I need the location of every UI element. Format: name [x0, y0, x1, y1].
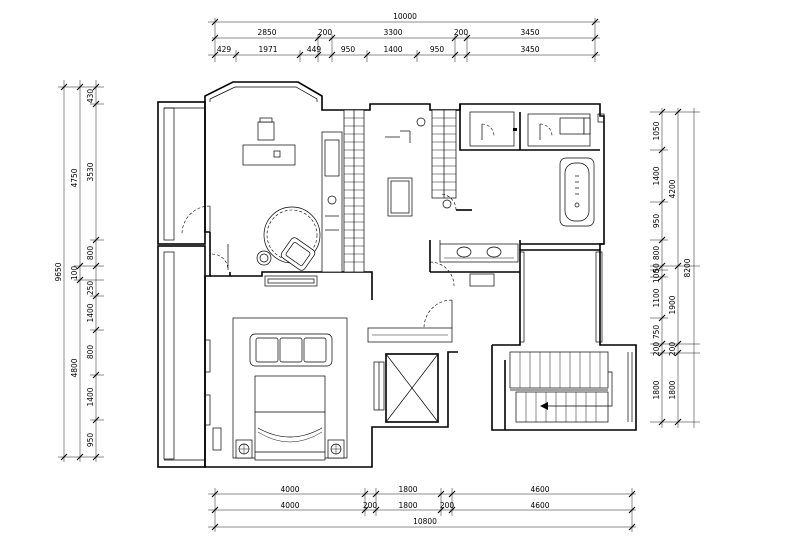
dim-top-r2-0: 429 [217, 45, 232, 54]
dim-left-r2-5: 800 [86, 345, 95, 360]
dim-bottom-r1-2: 4600 [530, 485, 549, 494]
bath-mat [469, 273, 495, 287]
wardrobe-column [321, 131, 343, 273]
lounge-chair [280, 237, 316, 271]
dim-right-r2-1: 1900 [668, 295, 677, 314]
dim-left-r1-1: 100 [70, 266, 79, 281]
study-room [181, 117, 373, 287]
study-desk [242, 144, 296, 166]
dim-bottom-r2-4: 4600 [530, 501, 549, 510]
dim-right-r1-3: 800 [652, 246, 661, 261]
island-ottoman [387, 177, 413, 217]
dim-right-r1-0: 1050 [652, 121, 661, 140]
left-dimension-chain: 9650 4750 100 4800 430 3530 800 250 1400… [54, 80, 104, 462]
dim-right-r1-1: 1400 [652, 166, 661, 185]
double-vanity [439, 243, 519, 263]
tv-cabinet [264, 275, 318, 287]
dim-right-r1-2: 950 [652, 214, 661, 229]
dim-top-r1-4: 3450 [520, 28, 539, 37]
right-dimension-chain: 8200 1050 1400 950 800 50 100 1100 750 2… [650, 108, 700, 428]
side-table [256, 250, 272, 266]
sofa [249, 333, 333, 367]
top-dimension-chain: 10000 2850 200 3300 200 3450 429 1971 44… [208, 12, 600, 62]
dim-bottom-r2-1: 200 [363, 501, 378, 510]
dim-bottom-r1-1: 1800 [398, 485, 417, 494]
dim-left-r2-0: 430 [86, 89, 95, 104]
dim-top-r2-4: 1400 [383, 45, 402, 54]
dim-right-r2-3: 1800 [668, 380, 677, 399]
dim-top-r1-3: 200 [454, 28, 469, 37]
study-chair [257, 121, 275, 141]
dim-top-r2-3: 950 [341, 45, 356, 54]
dim-top-total: 10000 [393, 12, 417, 21]
dim-left-total: 9650 [54, 262, 63, 281]
dim-left-r2-7: 950 [86, 433, 95, 448]
dim-top-r2-6: 3450 [520, 45, 539, 54]
elevator-shaft [385, 353, 439, 423]
toilet-icon [559, 117, 585, 135]
dim-top-r1-1: 200 [318, 28, 333, 37]
dim-top-r2-5: 950 [430, 45, 445, 54]
double-bed [254, 375, 326, 461]
dim-right-r1-7: 750 [652, 325, 661, 340]
dim-bottom-r2-0: 4000 [280, 501, 299, 510]
dim-top-r1-2: 3300 [383, 28, 402, 37]
dim-left-r2-4: 1400 [86, 303, 95, 322]
sink-left-icon [456, 246, 472, 258]
dim-right-r1-6: 1100 [652, 288, 661, 307]
dim-bottom-total: 10800 [413, 517, 437, 526]
dim-left-r1-2: 4800 [70, 358, 79, 377]
dim-bottom-r2-2: 1800 [398, 501, 417, 510]
sink-right-icon [486, 246, 502, 258]
dim-right-r1-9: 1800 [652, 380, 661, 399]
dim-right-r2-0: 4200 [668, 179, 677, 198]
dim-left-r2-6: 1400 [86, 387, 95, 406]
dim-left-r2-1: 3530 [86, 162, 95, 181]
dim-right-r1-5: 100 [652, 269, 661, 284]
dim-right-r2-2: 200 [668, 342, 677, 357]
dim-top-r2-2: 449 [307, 45, 322, 54]
bathtub-icon [559, 157, 595, 227]
corridor [367, 285, 453, 427]
dim-left-r2-2: 800 [86, 246, 95, 261]
dim-left-r1-0: 4750 [70, 168, 79, 187]
bathroom [429, 104, 605, 287]
walk-in-closet [343, 109, 472, 273]
dim-right-total: 8200 [683, 258, 692, 277]
study-door-swing [181, 205, 211, 235]
bedroom [204, 244, 348, 461]
stair-direction-arrow-icon [540, 402, 548, 410]
staircase [509, 250, 613, 423]
dim-top-r1-0: 2850 [257, 28, 276, 37]
dim-left-r2-3: 250 [86, 281, 95, 296]
dim-bottom-r1-0: 4000 [280, 485, 299, 494]
dim-right-r1-8: 200 [652, 342, 661, 357]
bottom-dimension-chain: 4000 1800 4600 4000 200 1800 200 4600 10… [208, 485, 636, 532]
dim-bottom-r2-3: 200 [440, 501, 455, 510]
dim-top-r2-1: 1971 [258, 45, 277, 54]
dim-right-r1-4: 50 [652, 263, 661, 273]
